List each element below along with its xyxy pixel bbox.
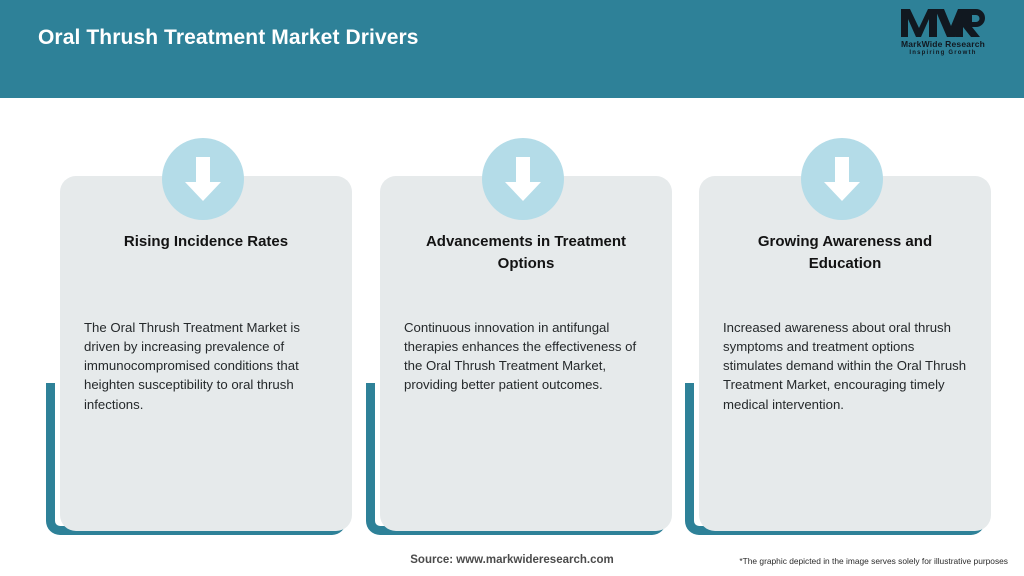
logo-company-name: MarkWide Research — [900, 39, 986, 49]
card-title: Growing Awareness and Education — [757, 233, 933, 272]
page-header: Oral Thrush Treatment Market Drivers Mar… — [0, 0, 1024, 98]
logo-tagline: Inspiring Growth — [909, 50, 977, 56]
logo-mark-icon — [884, 8, 1002, 38]
card-body-text: Continuous innovation in antifungal ther… — [404, 320, 637, 393]
card-panel: Advancements in Treatment Options Contin… — [380, 176, 672, 531]
disclaimer-label: *The graphic depicted in the image serve… — [739, 556, 1008, 566]
page-title: Oral Thrush Treatment Market Drivers — [38, 26, 419, 49]
card-title: Advancements in Treatment Options — [425, 233, 627, 272]
driver-card-1: Rising Incidence Rates The Oral Thrush T… — [38, 98, 368, 538]
source-label: Source: www.markwideresearch.com — [410, 554, 614, 566]
driver-card-3: Growing Awareness and Education Increase… — [677, 98, 1007, 538]
card-body-text: The Oral Thrush Treatment Market is driv… — [84, 320, 300, 412]
driver-card-2: Advancements in Treatment Options Contin… — [358, 98, 688, 538]
card-body-text: Increased awareness about oral thrush sy… — [723, 320, 967, 412]
arrow-down-icon — [801, 138, 883, 220]
arrow-down-icon — [162, 138, 244, 220]
brand-logo: MarkWide Research Inspiring Growth — [884, 8, 1002, 64]
driver-cards-container: Rising Incidence Rates The Oral Thrush T… — [0, 98, 1024, 538]
card-panel: Rising Incidence Rates The Oral Thrush T… — [60, 176, 352, 531]
arrow-down-icon — [482, 138, 564, 220]
card-title: Rising Incidence Rates — [123, 233, 289, 250]
card-panel: Growing Awareness and Education Increase… — [699, 176, 991, 531]
